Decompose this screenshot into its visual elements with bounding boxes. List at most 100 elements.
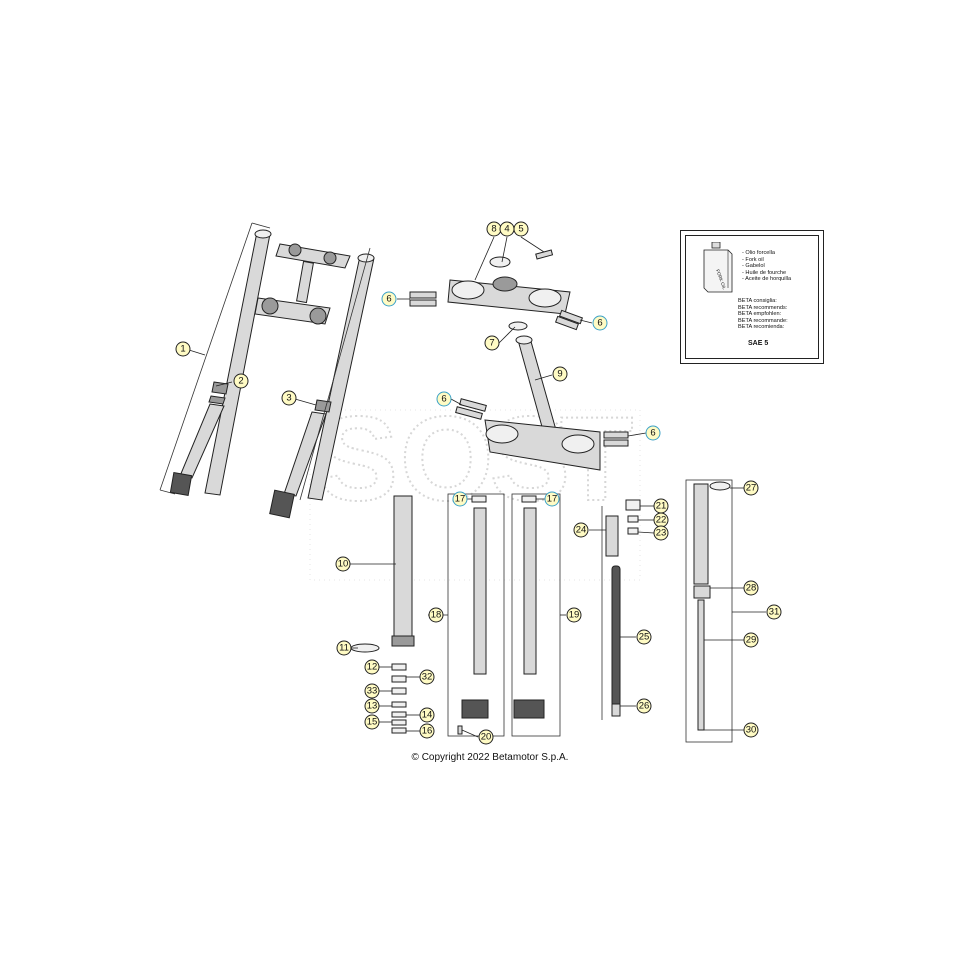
callout-label: 6 xyxy=(597,318,602,329)
callout[interactable]: 2 xyxy=(233,373,249,389)
callout-label: 6 xyxy=(650,428,655,439)
callout[interactable]: 27 xyxy=(743,480,759,496)
callout-label: 29 xyxy=(746,635,757,646)
callout-label: 23 xyxy=(656,528,667,539)
oil-recommendation-line: BETA recommends: xyxy=(738,304,788,311)
svg-text:O: O xyxy=(400,392,493,526)
callout[interactable]: 30 xyxy=(743,722,759,738)
callout-label: 7 xyxy=(489,338,494,349)
callout[interactable]: 9 xyxy=(552,366,568,382)
copyright-notice: © Copyright 2022 Betamotor S.p.A. xyxy=(411,752,569,763)
callout-label: 21 xyxy=(656,501,667,512)
cartridge xyxy=(685,479,733,743)
callout-label: 31 xyxy=(769,607,780,618)
callout[interactable]: 17 xyxy=(452,491,468,507)
callout[interactable]: 23 xyxy=(653,525,669,541)
callout-label: 30 xyxy=(746,725,757,736)
leader-lines xyxy=(188,236,766,738)
callout[interactable]: 18 xyxy=(428,607,444,623)
callout[interactable]: 7 xyxy=(484,335,500,351)
triple-clamp-small xyxy=(254,243,351,325)
callout[interactable]: 15 xyxy=(364,714,380,730)
callout[interactable]: 10 xyxy=(335,556,351,572)
callout[interactable]: 14 xyxy=(419,707,435,723)
callout[interactable]: 3 xyxy=(281,390,297,406)
callout[interactable]: 21 xyxy=(653,498,669,514)
callout-label: 11 xyxy=(339,643,349,654)
callout-label: 28 xyxy=(746,583,757,594)
oil-language-line: - Huile de fourche xyxy=(742,269,787,276)
callout-label: 22 xyxy=(656,515,667,526)
callout-label: 13 xyxy=(367,701,378,712)
callout[interactable]: 8 xyxy=(486,221,502,237)
callout[interactable]: 6 xyxy=(592,315,608,331)
callout-label: 6 xyxy=(441,394,446,405)
callout-label: 6 xyxy=(386,294,391,305)
oil-can-icon: FORK OIL xyxy=(703,242,733,293)
callout-label: 1 xyxy=(180,344,185,355)
callout[interactable]: 16 xyxy=(419,723,435,739)
callout[interactable]: 12 xyxy=(364,659,380,675)
callout-label: 20 xyxy=(481,732,492,743)
callout-label: 2 xyxy=(238,376,243,387)
callout-label: 14 xyxy=(422,710,433,721)
callout[interactable]: 31 xyxy=(766,604,782,620)
callout[interactable]: 28 xyxy=(743,580,759,596)
callout-label: 32 xyxy=(422,672,433,683)
callout[interactable]: 4 xyxy=(499,221,515,237)
inner-tubes xyxy=(447,493,561,737)
oil-recommendation-line: BETA empfohlen: xyxy=(738,311,782,318)
callout-label: 3 xyxy=(286,393,291,404)
callout[interactable]: 13 xyxy=(364,698,380,714)
oil-language-list: - Olio forcella - Fork oil - Gabelol - H… xyxy=(742,250,791,283)
callout[interactable]: 17 xyxy=(544,491,560,507)
callout-label: 4 xyxy=(504,224,509,235)
fork-leg-left xyxy=(159,222,272,496)
callout[interactable]: 29 xyxy=(743,632,759,648)
callout-label: 33 xyxy=(367,686,378,697)
callout[interactable]: 20 xyxy=(478,729,494,745)
oil-recommendation-list: BETA consiglia: BETA recommends: BETA em… xyxy=(738,298,788,331)
callout[interactable]: 6 xyxy=(381,291,397,307)
callout-label: 27 xyxy=(746,483,757,494)
callout[interactable]: 33 xyxy=(364,683,380,699)
callouts: 1 2 3 8 4 5 6 6 7 9 6 6 10 11 12 32 33 1… xyxy=(175,221,782,745)
oil-language-line: - Aceite de horquilla xyxy=(742,276,792,283)
callout-label: 9 xyxy=(557,369,562,380)
callout[interactable]: 6 xyxy=(436,391,452,407)
callout[interactable]: 5 xyxy=(513,221,529,237)
callout[interactable]: 11 xyxy=(336,640,352,656)
callout[interactable]: 22 xyxy=(653,512,669,528)
callout-label: 19 xyxy=(569,610,580,621)
callout[interactable]: 19 xyxy=(566,607,582,623)
callout-label: 12 xyxy=(367,662,378,673)
cartridge-parts xyxy=(601,499,641,720)
outer-tube xyxy=(350,495,415,734)
callout[interactable]: 1 xyxy=(175,341,191,357)
callout-label: 16 xyxy=(422,726,433,737)
lower-triple-clamp xyxy=(455,335,629,471)
callout-label: 8 xyxy=(491,224,496,235)
fork-oil-info-frame: FORK OIL - Olio forcella - Fork oil - Ga… xyxy=(685,235,819,359)
callout-label: 25 xyxy=(639,632,650,643)
oil-recommendation-line: BETA recommande: xyxy=(738,317,788,324)
callout[interactable]: 6 xyxy=(645,425,661,441)
callout[interactable]: 24 xyxy=(573,522,589,538)
callout[interactable]: 25 xyxy=(636,629,652,645)
fork-leg-right xyxy=(269,247,375,519)
oil-grade: SAE 5 xyxy=(748,340,769,347)
oil-recommendation-line: BETA consiglia: xyxy=(738,298,777,304)
callout[interactable]: 32 xyxy=(419,669,435,685)
fork-oil-info-box: FORK OIL - Olio forcella - Fork oil - Ga… xyxy=(680,230,824,364)
callout-label: 15 xyxy=(367,717,378,728)
callout-label: 17 xyxy=(547,494,558,505)
oil-language-line: - Fork oil xyxy=(742,256,764,263)
callout-label: 18 xyxy=(431,610,442,621)
callout-label: 17 xyxy=(455,494,466,505)
callout-label: 10 xyxy=(338,559,349,570)
oil-language-line: - Olio forcella xyxy=(742,250,775,256)
callout[interactable]: 26 xyxy=(636,698,652,714)
callout-label: 5 xyxy=(518,224,523,235)
callout-label: 26 xyxy=(639,701,650,712)
